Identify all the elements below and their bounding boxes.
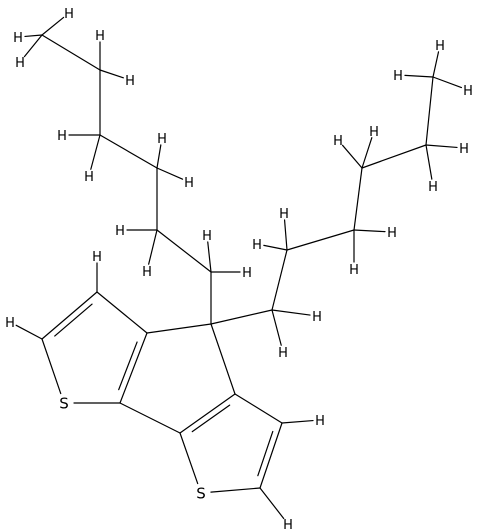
bond-line [146, 323, 212, 334]
bond-line [271, 249, 288, 311]
hydrogen-bond-line [361, 137, 373, 169]
bond-line [286, 229, 355, 251]
bond-line [353, 167, 363, 231]
hydrogen-label: H [278, 346, 288, 361]
hydrogen-bond-line [90, 134, 101, 170]
hydrogen-bond-line [281, 419, 314, 424]
double-bond-line [54, 303, 93, 337]
hydrogen-bond-line [41, 16, 65, 36]
hydrogen-label: H [283, 518, 293, 532]
hydrogen-label: H [349, 263, 359, 278]
hydrogen-bond-line [156, 167, 184, 180]
bond-line [119, 402, 181, 434]
hydrogen-label: H [125, 74, 135, 89]
hydrogen-bond-line [207, 241, 212, 273]
bond-line [259, 422, 283, 489]
hydrogen-label: H [64, 7, 74, 22]
hydrogen-label: H [333, 134, 343, 149]
hydrogen-bond-line [283, 219, 288, 251]
sulfur-label: S [59, 395, 69, 413]
hydrogen-bond-line [23, 34, 43, 58]
hydrogen-bond-line [425, 144, 458, 149]
hydrogen-label: H [202, 229, 212, 244]
hydrogen-bond-line [24, 34, 43, 38]
double-bond-line [257, 430, 274, 477]
hydrogen-bond-line [148, 229, 158, 265]
bond-line [119, 332, 148, 404]
hydrogen-label: H [84, 170, 94, 185]
hydrogen-label: H [57, 129, 67, 144]
double-bond-line [191, 404, 231, 433]
bond-line [179, 393, 236, 434]
hydrogen-label: H [312, 310, 322, 325]
hydrogen-bond-line [15, 324, 43, 340]
bond-line [234, 393, 283, 424]
hydrogen-label: H [252, 238, 262, 253]
hydrogen-label: H [15, 56, 25, 71]
bond-line [41, 34, 101, 71]
hydrogen-label: H [463, 84, 473, 99]
hydrogen-label: H [387, 226, 397, 241]
hydrogen-bond-line [425, 144, 433, 180]
bond-line [210, 323, 236, 395]
hydrogen-label: H [13, 31, 23, 46]
bond-line [361, 144, 427, 169]
hydrogen-label: H [435, 39, 445, 54]
hydrogen-label: H [459, 142, 469, 157]
hydrogen-bond-line [156, 144, 162, 169]
hydrogen-label: H [115, 224, 125, 239]
bond-line [210, 487, 261, 493]
hydrogen-label: H [279, 207, 289, 222]
hydrogen-bond-line [99, 69, 124, 79]
bond-line [99, 134, 158, 169]
bond-line [210, 309, 273, 325]
hydrogen-label: H [157, 132, 167, 147]
hydrogen-bond-line [341, 144, 363, 169]
bond-line [425, 76, 434, 146]
hydrogen-label: H [242, 266, 252, 281]
hydrogen-bond-line [259, 487, 285, 520]
hydrogen-bond-line [404, 74, 434, 78]
bond-layer [41, 34, 434, 493]
double-bond-line [118, 341, 138, 391]
hydrogen-label: H [184, 176, 194, 191]
bond-line [41, 338, 62, 395]
hydrogen-bond-line [432, 51, 440, 78]
bond-line [41, 291, 98, 340]
bond-line [179, 432, 199, 485]
hydrogen-bond-layer [15, 16, 463, 520]
hydrogen-label: H [428, 180, 438, 195]
hydrogen-label: H [142, 265, 152, 280]
bond-line [156, 229, 212, 273]
hydrogen-bond-line [432, 76, 463, 89]
hydrogen-label: H [95, 29, 105, 44]
hydrogen-label: H [92, 250, 102, 265]
hydrogen-bond-line [263, 244, 288, 251]
hydrogen-bond-line [353, 229, 386, 233]
hydrogen-bond-line [271, 309, 311, 316]
hydrogen-label: H [369, 125, 379, 140]
hydrogen-label: H [393, 69, 403, 84]
bond-line [96, 291, 148, 334]
hydrogen-label: H [5, 316, 15, 331]
sulfur-label: S [196, 485, 206, 503]
hydrogen-label: H [315, 414, 325, 429]
hydrogen-bond-line [271, 309, 282, 346]
